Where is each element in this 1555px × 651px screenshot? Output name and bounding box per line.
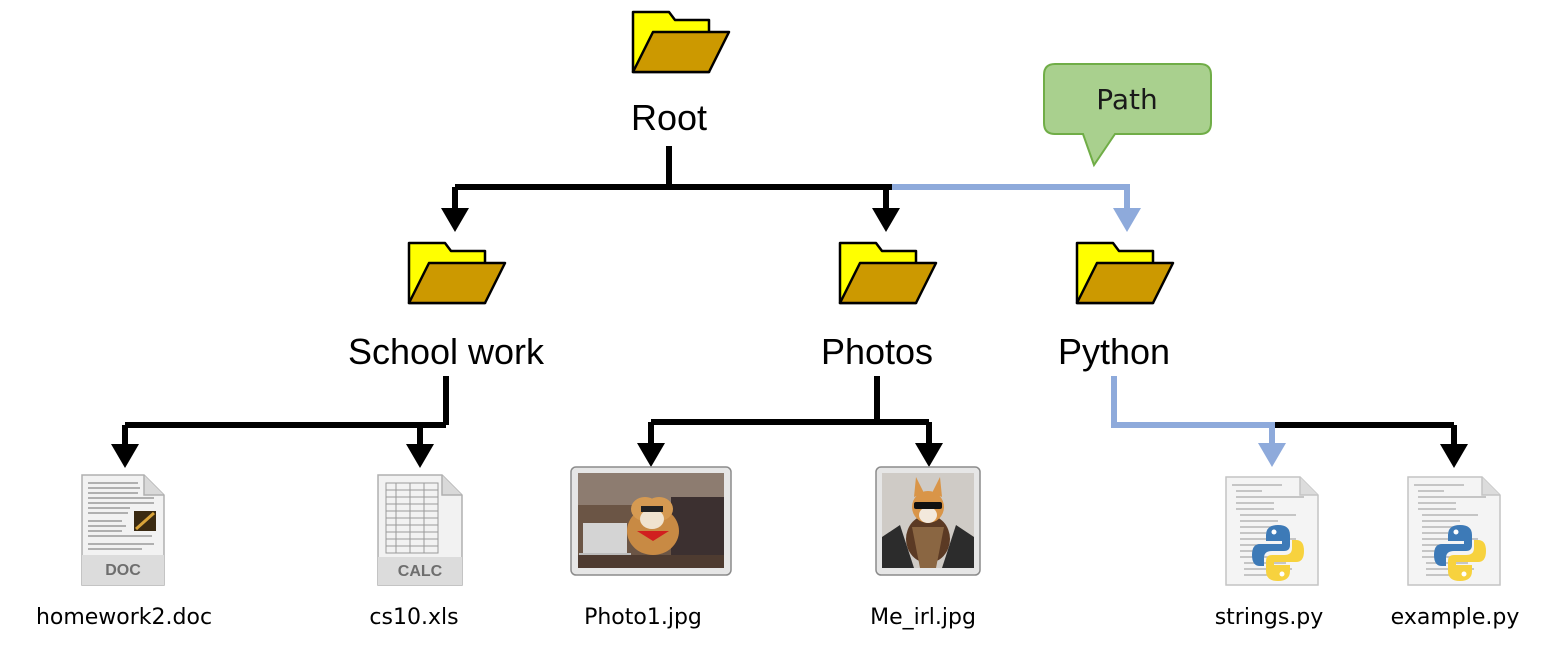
doc-badge: DOC: [105, 562, 141, 579]
file-label-photo1: Photo1.jpg: [584, 605, 702, 630]
folder-label-school-work: School work: [347, 331, 545, 372]
path-connector-strings: [1111, 376, 1275, 447]
arrow-head-example: [1440, 444, 1468, 468]
python-file-icon: [1225, 476, 1319, 586]
path-arrow-head-strings: [1258, 443, 1286, 467]
folder-icon: [407, 241, 507, 305]
file-label-cs10: cs10.xls: [369, 605, 459, 630]
folder-icon: [631, 10, 731, 74]
photo-thumbnail-icon: [875, 466, 981, 576]
file-label-me-irl: Me_irl.jpg: [870, 605, 976, 630]
tree-connectors: [122, 146, 1457, 448]
arrow-head-photo1: [637, 443, 665, 467]
path-connector-python: [892, 184, 1130, 212]
arrow-head-homework: [111, 444, 139, 468]
python-file-icon: [1407, 476, 1501, 586]
arrow-head-meirl: [915, 443, 943, 467]
photo-thumbnail-icon: [570, 466, 732, 576]
folder-label-photos: Photos: [820, 331, 934, 372]
path-callout: [1043, 63, 1212, 168]
path-arrow-head-python: [1113, 208, 1141, 232]
file-label-homework2: homework2.doc: [35, 605, 213, 630]
path-callout-label: Path: [1096, 83, 1158, 116]
arrow-heads: [111, 208, 1468, 468]
folder-label-python: Python: [1057, 331, 1171, 372]
file-label-example: example.py: [1390, 605, 1520, 630]
file-label-strings: strings.py: [1214, 605, 1324, 630]
arrow-head-school: [441, 208, 469, 232]
spreadsheet-file-icon: CALC: [377, 474, 463, 586]
arrow-head-photos: [872, 208, 900, 232]
document-file-icon: DOC: [81, 474, 165, 586]
folder-icon: [1075, 241, 1175, 305]
root-folder-label: Root: [630, 97, 708, 138]
arrow-head-cs10: [406, 444, 434, 468]
calc-badge: CALC: [398, 563, 443, 580]
folder-icon: [838, 241, 938, 305]
